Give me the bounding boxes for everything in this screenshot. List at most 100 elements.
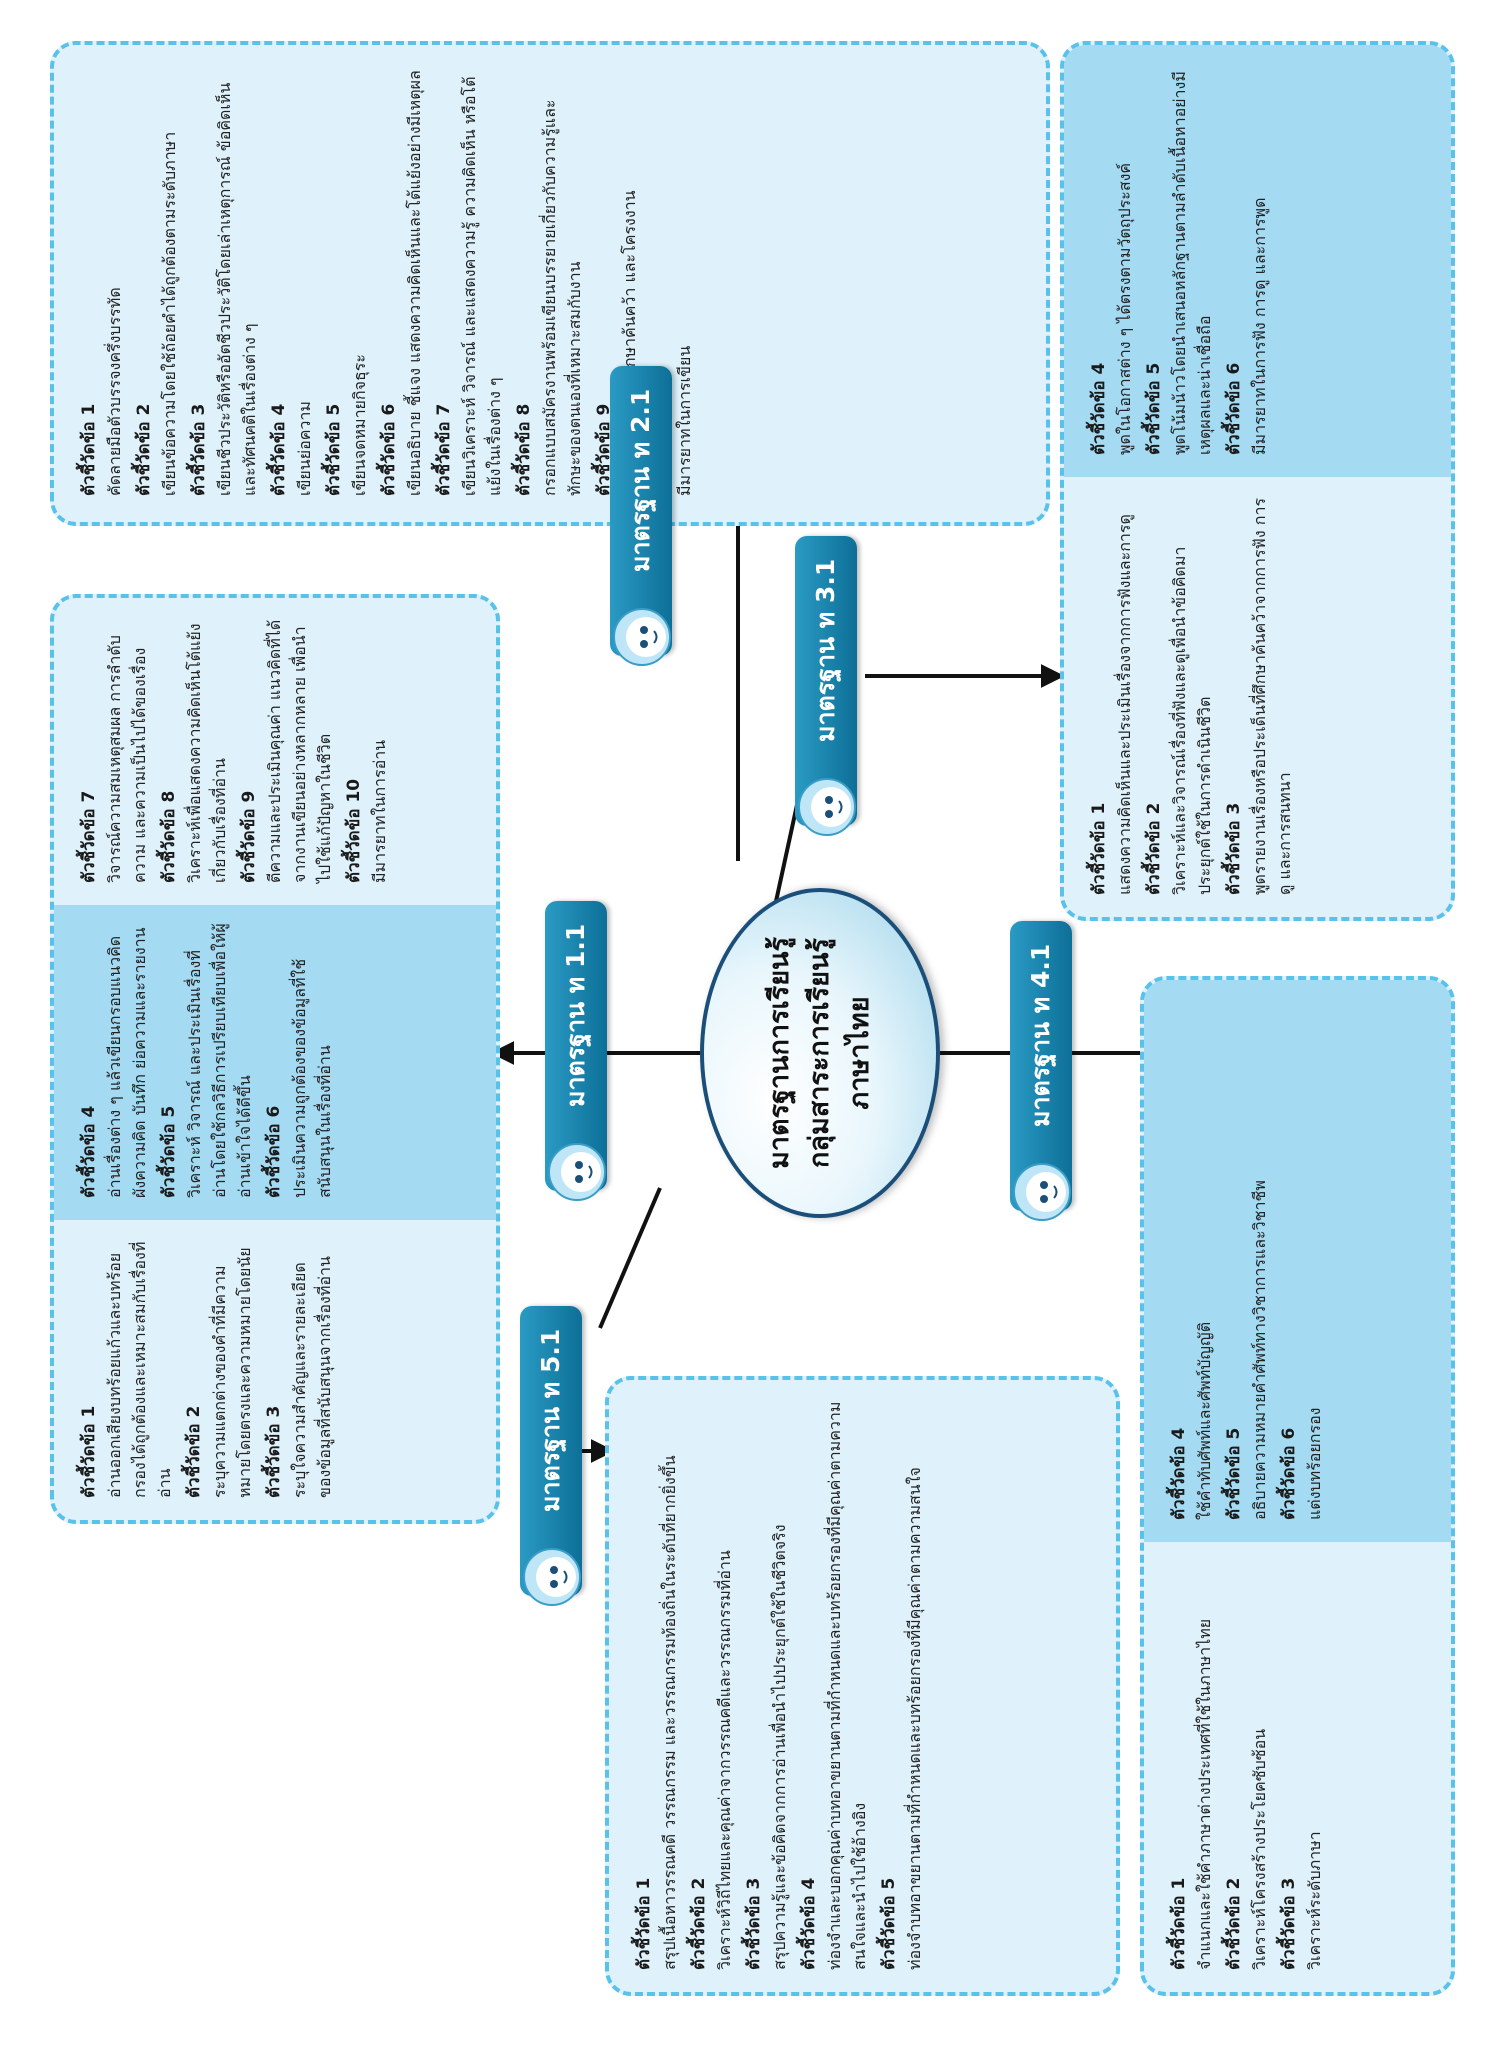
- indicator-text: วิเคราะห์เพื่อแสดงความคิดเห็นโต้แย้งเกี่…: [185, 623, 229, 883]
- indicator-text: เขียนอธิบาย ชี้แจง แสดงความคิดเห็นและโต้…: [405, 70, 424, 496]
- indicator-text: เขียนจดหมายกิจธุระ: [350, 354, 369, 496]
- indicators-column: ตัวชี้วัดข้อ 1 อ่านออกเสียงบทร้อยแก้วและ…: [54, 1220, 496, 1520]
- standard-badge-5-1: มาตรฐาน ท 5.1: [520, 1306, 582, 1606]
- standard-badge-1-1: มาตรฐาน ท 1.1: [545, 901, 607, 1201]
- indicators-box-1-1: ตัวชี้วัดข้อ 1 อ่านออกเสียงบทร้อยแก้วและ…: [50, 594, 500, 1524]
- indicator-text: เขียนย่อความ: [295, 401, 314, 496]
- indicators-column: ตัวชี้วัดข้อ 7 วิจารณ์ความสมเหตุสมผล การ…: [54, 598, 496, 905]
- indicator-text: อ่านออกเสียงบทร้อยแก้วและบทร้อยกรองได้ถู…: [105, 1241, 174, 1498]
- standard-badge-2-1: มาตรฐาน ท 2.1: [610, 366, 672, 666]
- indicator-text: จำแนกและใช้คำภาษาต่างประเทศที่ใช้ในภาษาไ…: [1195, 1618, 1214, 1970]
- indicator-text: เขียนวิเคราะห์ วิจารณ์ และแสดงความรู้ คว…: [460, 76, 504, 496]
- indicator-text: มีมารยาทในการฟัง การดู และการพูด: [1250, 197, 1269, 455]
- indicator-label: ตัวชี้วัดข้อ 1: [634, 1877, 654, 1970]
- indicator-label: ตัวชี้วัดข้อ 5: [324, 403, 344, 496]
- mascot-icon: [613, 608, 671, 666]
- indicator-text: พูดรายงานเรื่องหรือประเด็นที่ศึกษาค้นคว้…: [1250, 497, 1294, 895]
- indicator-label: ตัวชี้วัดข้อ 2: [184, 1405, 204, 1498]
- indicator-label: ตัวชี้วัดข้อ 3: [744, 1877, 764, 1970]
- indicator-text: ใช้คำทับศัพท์และศัพท์บัญญัติ: [1195, 1321, 1214, 1520]
- indicator-label: ตัวชี้วัดข้อ 4: [79, 1105, 99, 1198]
- indicator-label: ตัวชี้วัดข้อ 8: [514, 403, 534, 496]
- indicator-text: กรอกแบบสมัครงานพร้อมเขียนบรรยายเกี่ยวกับ…: [540, 99, 584, 496]
- center-title-line: มาตรฐานการเรียนรู้: [764, 936, 795, 1170]
- indicator-text: แต่งบทร้อยกรอง: [1305, 1407, 1324, 1521]
- indicator-label: ตัวชี้วัดข้อ 1: [1089, 802, 1109, 895]
- indicator-text: มีมารยาทในการอ่าน: [370, 739, 389, 883]
- indicator-label: ตัวชี้วัดข้อ 2: [1224, 1877, 1244, 1970]
- indicator-label: ตัวชี้วัดข้อ 6: [379, 403, 399, 496]
- standard-label: มาตรฐาน ท 3.1: [811, 558, 840, 742]
- indicator-text: ระบุใจความสำคัญและรายละเอียดของข้อมูลที่…: [290, 1256, 334, 1498]
- indicator-text: ท่องจำและบอกคุณค่าบทอาขยานตามที่กำหนดและ…: [825, 1401, 869, 1970]
- indicators-column: ตัวชี้วัดข้อ 4 พูดในโอกาสต่าง ๆ ได้ตรงตา…: [1064, 45, 1451, 477]
- indicators-box-5-1: ตัวชี้วัดข้อ 1 สรุปเนื้อหาวรรณคดี วรรณกร…: [605, 1376, 1120, 1996]
- indicator-text: ท่องจำบทอาขยานตามที่กำหนดและบทร้อยกรองที…: [905, 1467, 924, 1970]
- indicator-text: แสดงความคิดเห็นและประเมินเรื่องจากการฟัง…: [1115, 514, 1134, 895]
- mascot-icon: [1013, 1163, 1071, 1221]
- indicator-label: ตัวชี้วัดข้อ 1: [79, 403, 99, 496]
- indicator-label: ตัวชี้วัดข้อ 7: [79, 790, 99, 883]
- indicator-text: ระบุความแตกต่างของคำที่มีความหมายโดยตรงแ…: [210, 1247, 254, 1498]
- indicator-text: สรุปความรู้และข้อคิดจากการอ่านเพื่อนำไปป…: [770, 1524, 789, 1970]
- standard-label: มาตรฐาน ท 5.1: [536, 1328, 565, 1512]
- indicator-text: ตีความและประเมินคุณค่า แนวคิดที่ได้จากงา…: [265, 619, 334, 883]
- indicators-column: ตัวชี้วัดข้อ 1 สรุปเนื้อหาวรรณคดี วรรณกร…: [609, 1380, 1116, 1992]
- indicator-label: ตัวชี้วัดข้อ 3: [189, 403, 209, 496]
- indicator-label: ตัวชี้วัดข้อ 6: [1224, 362, 1244, 455]
- indicator-label: ตัวชี้วัดข้อ 2: [134, 403, 154, 496]
- standard-label: มาตรฐาน ท 1.1: [561, 923, 590, 1107]
- indicator-text: อ่านเรื่องต่าง ๆ แล้วเขียนกรอบแนวคิด ผัง…: [105, 927, 149, 1198]
- indicators-column: ตัวชี้วัดข้อ 1 แสดงความคิดเห็นและประเมิน…: [1064, 477, 1451, 917]
- indicators-column: ตัวชี้วัดข้อ 4 ใช้คำทับศัพท์และศัพท์บัญญ…: [1144, 980, 1451, 1542]
- indicator-label: ตัวชี้วัดข้อ 1: [1169, 1877, 1189, 1970]
- indicators-box-4-1: ตัวชี้วัดข้อ 1 จำแนกและใช้คำภาษาต่างประเ…: [1140, 976, 1455, 1996]
- indicator-label: ตัวชี้วัดข้อ 8: [159, 790, 179, 883]
- indicator-label: ตัวชี้วัดข้อ 3: [264, 1405, 284, 1498]
- indicator-text: คัดลายมือตัวบรรจงครึ่งบรรทัด: [105, 287, 124, 496]
- indicator-label: ตัวชี้วัดข้อ 9: [239, 790, 259, 883]
- indicator-label: ตัวชี้วัดข้อ 6: [1279, 1427, 1299, 1520]
- indicators-box-2-1: ตัวชี้วัดข้อ 1 คัดลายมือตัวบรรจงครึ่งบรร…: [50, 41, 1050, 526]
- standard-badge-4-1: มาตรฐาน ท 4.1: [1010, 921, 1072, 1221]
- indicator-text: เขียนข้อความโดยใช้ถ้อยคำได้ถูกต้องตามระด…: [160, 131, 179, 496]
- indicator-text: สรุปเนื้อหาวรรณคดี วรรณกรรม และวรรณกรรมท…: [660, 1455, 679, 1970]
- link-center-5-1: [598, 1187, 662, 1329]
- mascot-icon: [798, 778, 856, 836]
- center-title-line: กลุ่มสาระการเรียนรู้: [804, 938, 835, 1168]
- indicator-text: วิเคราะห์และวิจารณ์เรื่องที่ฟังและดูเพื่…: [1170, 546, 1214, 895]
- mascot-icon: [523, 1548, 581, 1606]
- indicator-label: ตัวชี้วัดข้อ 7: [434, 403, 454, 496]
- standard-label: มาตรฐาน ท 2.1: [626, 388, 655, 572]
- indicators-column: ตัวชี้วัดข้อ 4 อ่านเรื่องต่าง ๆ แล้วเขีย…: [54, 905, 496, 1220]
- center-title-line: ภาษาไทย: [844, 996, 875, 1110]
- indicator-label: ตัวชี้วัดข้อ 5: [159, 1105, 179, 1198]
- indicator-label: ตัวชี้วัดข้อ 3: [1279, 1877, 1299, 1970]
- indicator-text: เขียนชีวประวัติหรืออัตชีวประวัติโดยเล่าเ…: [215, 82, 259, 496]
- indicator-text: วิเคราะห์ วิจารณ์ และประเมินเรื่องที่อ่า…: [185, 923, 254, 1198]
- indicator-label: ตัวชี้วัดข้อ 10: [344, 778, 364, 883]
- indicator-text: วิเคราะห์ระดับภาษา: [1305, 1831, 1324, 1970]
- indicator-text: ประเมินความถูกต้องของข้อมูลที่ใช้สนับสนุ…: [290, 958, 334, 1198]
- indicator-label: ตัวชี้วัดข้อ 4: [1089, 362, 1109, 455]
- indicator-label: ตัวชี้วัดข้อ 4: [269, 403, 289, 496]
- indicators-column: ตัวชี้วัดข้อ 1 จำแนกและใช้คำภาษาต่างประเ…: [1144, 1542, 1451, 1992]
- center-title-ellipse: มาตรฐานการเรียนรู้ กลุ่มสาระการเรียนรู้ …: [700, 888, 940, 1218]
- indicator-text: พูดในโอกาสต่าง ๆ ได้ตรงตามวัตถุประสงค์: [1115, 162, 1134, 455]
- indicator-label: ตัวชี้วัดข้อ 4: [1169, 1427, 1189, 1520]
- indicator-text: อธิบายความหมายคำศัพท์ทางวิชาการและวิชาชี…: [1250, 1180, 1269, 1520]
- indicator-label: ตัวชี้วัดข้อ 1: [79, 1405, 99, 1498]
- indicator-text: วิจารณ์ความสมเหตุสมผล การลำดับความ และคว…: [105, 635, 149, 883]
- indicator-label: ตัวชี้วัดข้อ 2: [689, 1877, 709, 1970]
- indicator-label: ตัวชี้วัดข้อ 4: [799, 1877, 819, 1970]
- indicator-text: มีมารยาทในการเขียน: [675, 345, 694, 496]
- indicator-text: พูดโน้มน้าวโดยนำเสนอหลักฐานตามลำดับเนื้อ…: [1170, 71, 1214, 455]
- indicator-label: ตัวชี้วัดข้อ 2: [1144, 802, 1164, 895]
- standard-badge-3-1: มาตรฐาน ท 3.1: [795, 536, 857, 836]
- standard-label: มาตรฐาน ท 4.1: [1026, 943, 1055, 1127]
- indicator-text: วิเคราะห์วิถีไทยและคุณค่าจากวรรณคดีและวร…: [715, 1550, 734, 1970]
- indicator-label: ตัวชี้วัดข้อ 5: [879, 1877, 899, 1970]
- indicator-text: วิเคราะห์โครงสร้างประโยคซับซ้อน: [1250, 1728, 1269, 1970]
- mascot-icon: [548, 1143, 606, 1201]
